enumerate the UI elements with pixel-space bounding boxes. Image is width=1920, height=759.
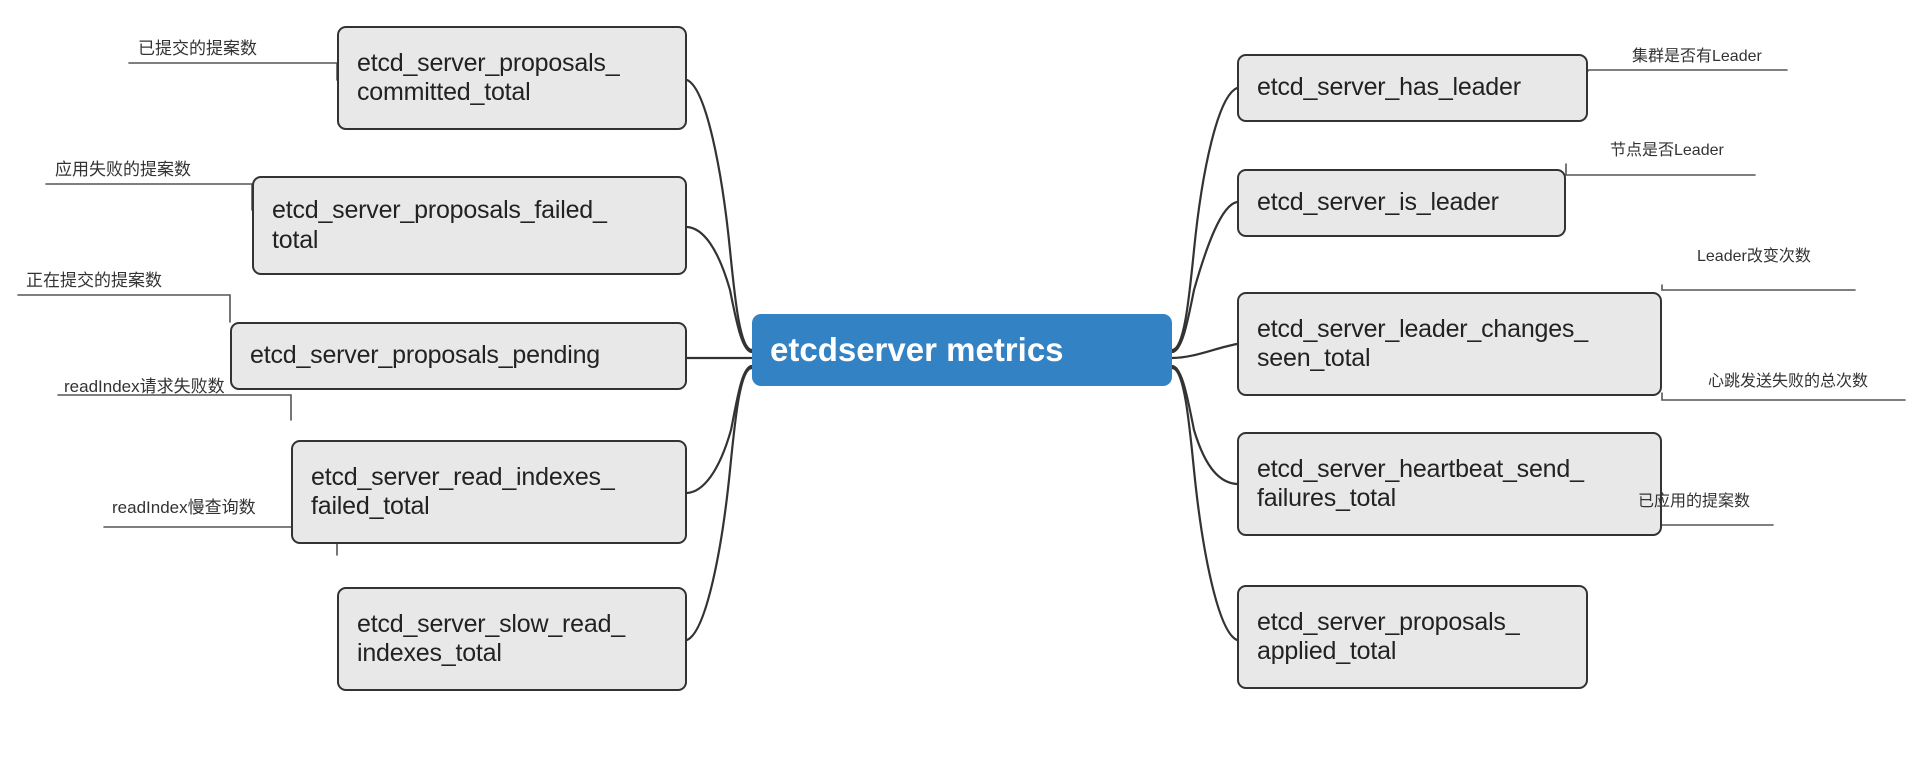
annotation-left-read-indexes-failed-total: readIndex请求失败数 — [64, 377, 225, 396]
annotation-line-right-2 — [1565, 163, 1756, 176]
annotation-line-left-1 — [128, 62, 338, 81]
node-label: etcd_server_proposals_pending — [250, 341, 600, 370]
edge-root-to-right-5 — [1170, 366, 1239, 642]
annotation-line-left-4 — [57, 394, 292, 421]
annotation-line-right-1 — [1587, 69, 1788, 72]
annotation-line-right-3 — [1661, 284, 1856, 291]
annotation-line-right-4 — [1661, 392, 1906, 401]
node-label: etcd_server_leader_changes_ seen_total — [1257, 314, 1588, 373]
edge-root-to-right-4 — [1170, 364, 1239, 486]
node-etcd-server-proposals-failed-total[interactable]: etcd_server_proposals_failed_ total — [252, 176, 687, 275]
annotation-right-proposals-applied-total: 已应用的提案数 — [1638, 493, 1751, 510]
node-etcd-server-is-leader[interactable]: etcd_server_is_leader — [1237, 169, 1566, 237]
annotation-left-slow-read-indexes-total: readIndex慢查询数 — [112, 498, 256, 517]
node-etcd-server-heartbeat-send-failures-total[interactable]: etcd_server_heartbeat_send_ failures_tot… — [1237, 432, 1662, 536]
annotation-right-is-leader: 节点是否Leader — [1610, 142, 1724, 159]
node-label: etcd_server_proposals_ committed_total — [357, 48, 620, 107]
root-node-etcdserver-metrics[interactable]: etcdserver metrics — [752, 314, 1172, 386]
edge-root-to-left-5 — [685, 366, 754, 642]
edge-root-to-left-1 — [685, 78, 754, 352]
edge-root-to-left-4 — [685, 364, 754, 495]
annotation-line-left-2 — [45, 183, 253, 211]
annotation-left-proposals-committed-total: 已提交的提案数 — [138, 39, 257, 58]
node-etcd-server-leader-changes-seen-total[interactable]: etcd_server_leader_changes_ seen_total — [1237, 292, 1662, 396]
node-label: etcd_server_proposals_failed_ total — [272, 196, 607, 254]
node-etcd-server-has-leader[interactable]: etcd_server_has_leader — [1237, 54, 1588, 122]
node-etcd-server-proposals-pending[interactable]: etcd_server_proposals_pending — [230, 322, 687, 390]
node-label: etcd_server_slow_read_ indexes_total — [357, 609, 625, 668]
node-label: etcd_server_heartbeat_send_ failures_tot… — [1257, 454, 1584, 513]
annotation-right-has-leader: 集群是否有Leader — [1632, 48, 1762, 65]
node-etcd-server-slow-read-indexes-total[interactable]: etcd_server_slow_read_ indexes_total — [337, 587, 687, 691]
annotation-left-proposals-pending: 正在提交的提案数 — [26, 271, 162, 290]
edge-root-to-right-3 — [1170, 342, 1239, 360]
root-node-label: etcdserver metrics — [770, 330, 1064, 368]
annotation-right-heartbeat-send-failures-total: 心跳发送失败的总次数 — [1708, 373, 1869, 390]
edge-root-to-left-2 — [685, 225, 754, 354]
annotation-right-leader-changes-seen-total: Leader改变次数 — [1697, 248, 1811, 265]
node-label: etcd_server_proposals_ applied_total — [1257, 607, 1520, 666]
node-etcd-server-proposals-committed-total[interactable]: etcd_server_proposals_ committed_total — [337, 26, 687, 130]
node-etcd-server-proposals-applied-total[interactable]: etcd_server_proposals_ applied_total — [1237, 585, 1588, 689]
annotation-line-left-3 — [17, 294, 231, 323]
node-label: etcd_server_has_leader — [1257, 73, 1521, 102]
node-label: etcd_server_read_indexes_ failed_total — [311, 462, 615, 521]
node-label: etcd_server_is_leader — [1257, 188, 1499, 217]
edge-root-to-right-1 — [1170, 86, 1239, 352]
annotation-left-proposals-failed-total: 应用失败的提案数 — [55, 160, 191, 179]
node-etcd-server-read-indexes-failed-total[interactable]: etcd_server_read_indexes_ failed_total — [291, 440, 687, 544]
edge-root-to-right-2 — [1170, 200, 1239, 354]
